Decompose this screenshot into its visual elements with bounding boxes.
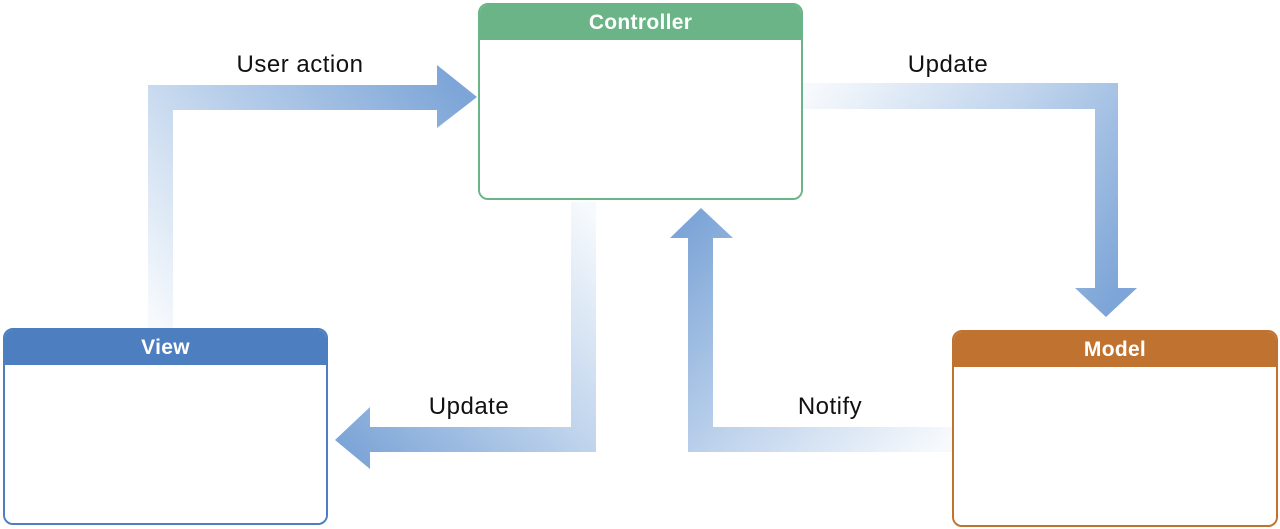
- view-box-header: View: [5, 330, 326, 365]
- model-box: Model: [952, 330, 1278, 527]
- notify-arrow: [670, 208, 952, 452]
- controller-box-header: Controller: [480, 5, 801, 40]
- view-box: View: [3, 328, 328, 525]
- update-view-arrow: [335, 202, 596, 469]
- user-action-arrow: [148, 65, 477, 328]
- model-box-header: Model: [954, 332, 1276, 367]
- controller-box-title: Controller: [588, 10, 693, 34]
- model-box-body: [954, 367, 1276, 525]
- update-model-arrow-label: Update: [907, 51, 989, 78]
- update-view-arrow-label: Update: [428, 393, 510, 420]
- view-box-title: View: [141, 335, 190, 359]
- user-action-arrow-label: User action: [236, 51, 364, 78]
- notify-arrow-label: Notify: [797, 393, 863, 420]
- view-box-body: [5, 365, 326, 523]
- update-model-arrow: [803, 83, 1137, 317]
- controller-box-body: [480, 40, 801, 198]
- model-box-title: Model: [1083, 337, 1147, 361]
- controller-box: Controller: [478, 3, 803, 200]
